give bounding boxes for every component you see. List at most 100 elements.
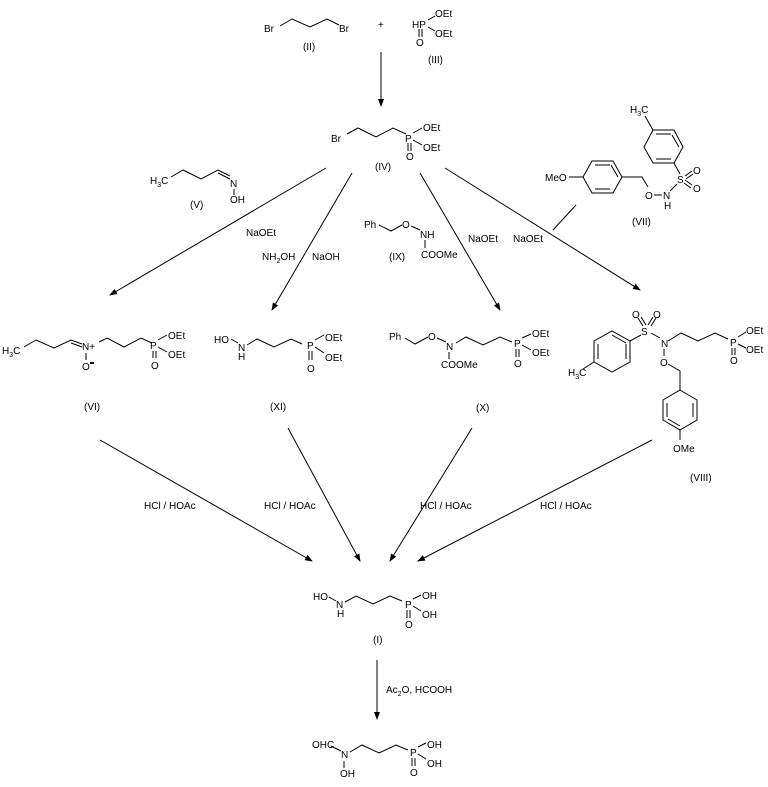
- atom-oet: OEt: [168, 350, 185, 361]
- atom-h: H: [238, 352, 245, 363]
- plus-sign: +: [378, 20, 384, 31]
- reaction-arrow: [419, 172, 501, 311]
- atom-p: P: [307, 341, 314, 352]
- atom-o: O: [645, 191, 653, 202]
- atom-oet: OEt: [532, 348, 549, 359]
- atom-n-plus: N+: [82, 342, 95, 353]
- reaction-arrow: [444, 167, 641, 291]
- atom-oet: OEt: [746, 326, 763, 337]
- atom-oh: OH: [340, 769, 355, 780]
- atom-oet: OEt: [435, 9, 452, 20]
- compound-label: (VIII): [690, 473, 712, 484]
- atom-oet: OEt: [532, 329, 549, 340]
- atom-oet: OEt: [423, 143, 440, 154]
- reagent-connector: [552, 204, 577, 231]
- compound-label: (II): [303, 42, 315, 53]
- atom-o: O: [307, 364, 315, 375]
- reagent-ac2o-hcooh: Ac2O, HCOOH: [386, 685, 452, 698]
- reagent-hcl-hoac: HCl / HOAc: [264, 501, 316, 512]
- compound-label: (X): [476, 403, 489, 414]
- atom-h3c: H3C: [568, 368, 586, 381]
- compound-IV: Br P OEt OEt O (IV): [331, 123, 440, 173]
- atom-oh: OH: [422, 610, 437, 621]
- reagent-naoet: NaOEt: [246, 228, 276, 239]
- atom-p: P: [410, 748, 417, 759]
- atom-n: N: [238, 343, 245, 354]
- atom-hp: HP: [412, 20, 426, 31]
- compound-III: HP OEt OEt O (III): [412, 9, 452, 66]
- atom-o: O: [693, 166, 701, 177]
- reaction-arrow: [389, 427, 473, 562]
- atom-h: H: [664, 201, 671, 212]
- atom-oh: OH: [427, 740, 442, 751]
- atom-coome: COOMe: [421, 250, 458, 261]
- compound-label: (VI): [84, 402, 100, 413]
- atom-br: Br: [339, 24, 350, 35]
- atom-o: O: [151, 361, 159, 372]
- atom-coome: COOMe: [441, 360, 478, 371]
- atom-oh: OH: [427, 759, 442, 770]
- reagent-naoet: NaOEt: [468, 234, 498, 245]
- reagent-hcl-hoac: HCl / HOAc: [420, 501, 472, 512]
- atom-h: H: [337, 609, 344, 620]
- atom-h3c: H3C: [150, 176, 168, 189]
- reagent-naoet: NaOEt: [513, 234, 543, 245]
- atom-o-minus: O: [82, 362, 90, 373]
- atom-n: N: [661, 339, 668, 350]
- atom-o: O: [514, 359, 522, 370]
- atom-o: O: [410, 768, 418, 779]
- reaction-arrow: [271, 172, 353, 311]
- atom-s: S: [641, 327, 648, 338]
- atom-s: S: [677, 175, 684, 186]
- compound-XI: HO N H P OEt OEt O (XI): [214, 333, 342, 413]
- atom-o: O: [406, 152, 414, 163]
- reagent-nh2oh: NH2OH: [262, 252, 295, 265]
- atom-ho: HO: [313, 592, 328, 603]
- atom-h3c: H3C: [2, 346, 20, 359]
- compound-V: H3C N OH (V): [150, 169, 245, 211]
- atom-oet: OEt: [325, 333, 342, 344]
- atom-o: O: [416, 38, 424, 49]
- reaction-arrow: [99, 439, 313, 562]
- compound-VII: MeO O N H S O O H3C (VII): [545, 105, 701, 228]
- atom-oh: OH: [422, 591, 437, 602]
- compound-X: Ph O N COOMe P OEt OEt O (X): [389, 329, 549, 414]
- atom-br: Br: [264, 24, 275, 35]
- compound-label: (III): [428, 55, 443, 66]
- atom-ome: OMe: [673, 444, 695, 455]
- atom-oet: OEt: [746, 345, 763, 356]
- compound-label: (V): [190, 200, 203, 211]
- compound-label: (I): [373, 635, 382, 646]
- reagent-hcl-hoac: HCl / HOAc: [540, 501, 592, 512]
- atom-oet: OEt: [168, 331, 185, 342]
- atom-p: P: [405, 134, 412, 145]
- atom-h3c: H3C: [630, 105, 648, 118]
- atom-o: O: [428, 332, 436, 343]
- atom-o: O: [653, 310, 661, 321]
- compound-IX: Ph O NH COOMe (IX): [364, 220, 458, 263]
- atom-br: Br: [331, 134, 342, 145]
- compound-VIII: H3C S O O N O OMe P OEt OEt O (VIII): [568, 310, 763, 484]
- atom-oet: OEt: [423, 123, 440, 134]
- reaction-arrow: [417, 439, 653, 562]
- atom-n: N: [341, 750, 348, 761]
- atom-p: P: [150, 341, 157, 352]
- compound-II: Br Br (II): [264, 18, 350, 53]
- atom-n: N: [336, 600, 343, 611]
- compound-I: HO N H P OH OH O (I): [313, 591, 437, 646]
- atom-oh: OH: [230, 195, 245, 206]
- atom-meo: MeO: [545, 173, 567, 184]
- reaction-arrow: [287, 427, 361, 562]
- atom-o: O: [660, 358, 668, 369]
- compound-product: OHC N OH P OH OH O: [312, 740, 442, 780]
- compound-label: (VII): [632, 217, 651, 228]
- compound-label: (IX): [389, 252, 405, 263]
- atom-ohc: OHC: [312, 740, 334, 751]
- atom-p: P: [730, 338, 737, 349]
- atom-p: P: [405, 600, 412, 611]
- atom-o: O: [632, 310, 640, 321]
- reagent-hcl-hoac: HCl / HOAc: [144, 501, 196, 512]
- reaction-arrow: [109, 167, 327, 296]
- atom-nh: NH: [420, 230, 434, 241]
- atom-oet: OEt: [435, 29, 452, 40]
